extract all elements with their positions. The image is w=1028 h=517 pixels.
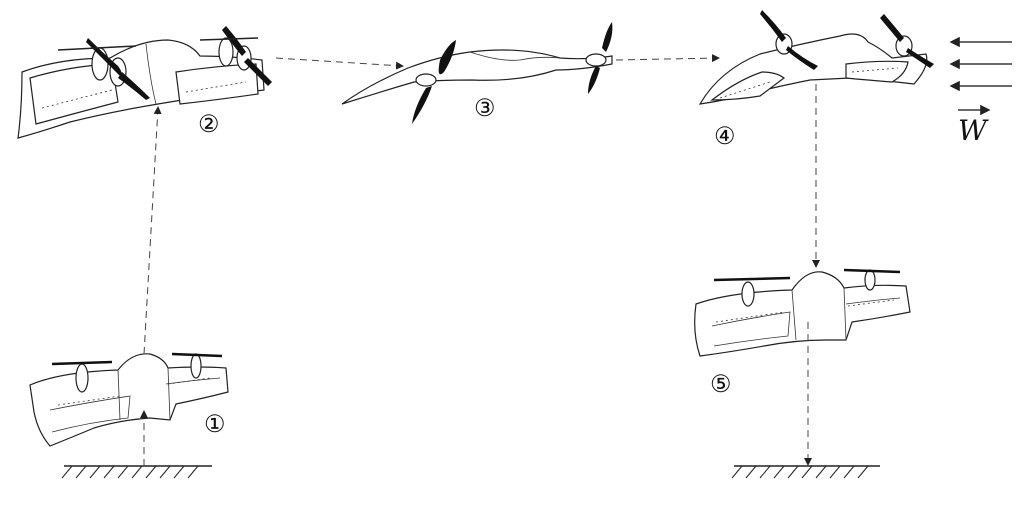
aircraft-stage-5 bbox=[694, 268, 911, 357]
ground-right bbox=[731, 465, 880, 479]
wind-label: W bbox=[958, 114, 989, 147]
stage-label-3: ③ bbox=[474, 94, 496, 122]
arrow-1-to-2 bbox=[143, 106, 162, 355]
arrow-2-to-3 bbox=[275, 57, 404, 70]
transition-arrows bbox=[140, 54, 820, 466]
aircraft-stage-3 bbox=[341, 22, 613, 124]
arrow-3-to-4 bbox=[615, 54, 720, 63]
aircraft-stage-2 bbox=[17, 26, 272, 139]
stage-label-5: ⑤ bbox=[710, 370, 732, 398]
aircraft-stage-4 bbox=[698, 10, 934, 105]
aircraft-stage-1 bbox=[29, 352, 229, 447]
stage-label-1: ① bbox=[204, 410, 226, 438]
wind-arrow-icon: W bbox=[949, 36, 1012, 147]
stage-label-4: ④ bbox=[714, 122, 736, 150]
ground-left bbox=[61, 465, 212, 479]
stage-label-2: ② bbox=[198, 110, 220, 138]
